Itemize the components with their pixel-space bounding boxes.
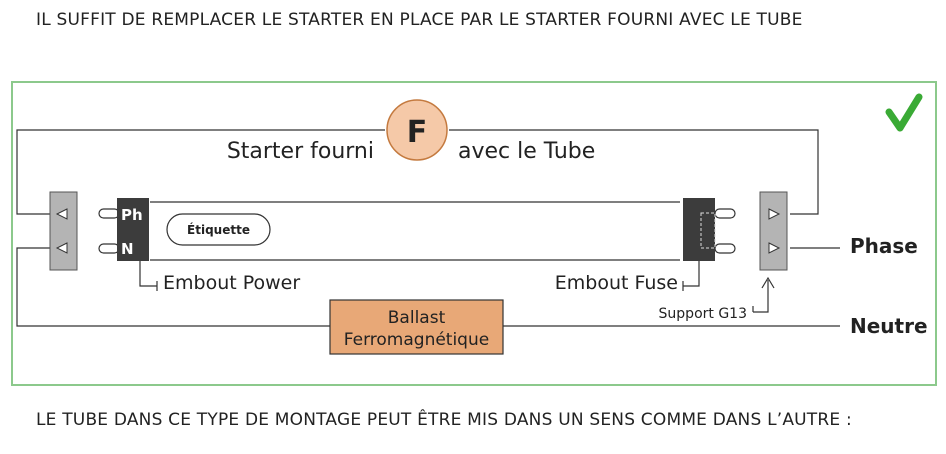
right-socket	[759, 191, 788, 271]
ballast-box	[329, 299, 504, 355]
pin-ph-label: Ph	[121, 206, 143, 224]
wire-starter-right	[449, 129, 819, 215]
embout-fuse-callout	[682, 261, 700, 291]
neutre-label: Neutre	[850, 314, 928, 338]
fuse-icon	[700, 212, 716, 249]
diagram-frame	[11, 81, 937, 386]
ballast-label-line1: Ballast	[388, 308, 446, 328]
embout-power-cap	[117, 198, 149, 261]
wire-starter-left	[16, 129, 385, 215]
starter-label-right: avec le Tube	[458, 139, 595, 164]
right-socket-contact-icons	[768, 208, 781, 254]
tube-body	[150, 201, 680, 261]
embout-fuse-cap	[683, 198, 715, 261]
support-label: Support G13	[659, 306, 747, 322]
page-footer: LE TUBE DANS CE TYPE DE MONTAGE PEUT ÊTR…	[36, 410, 852, 430]
starter-label-left: Starter fourni	[227, 139, 374, 164]
embout-power-label: Embout Power	[163, 272, 300, 294]
support-arrow-icon	[761, 276, 775, 289]
starter-circle	[386, 99, 448, 161]
pin-n-label: N	[121, 240, 134, 258]
wire-ballast-left	[16, 247, 330, 327]
support-callout	[752, 280, 769, 313]
starter-letter: F	[407, 115, 428, 150]
tube-pins	[98, 208, 736, 254]
checkmark-icon	[885, 93, 923, 132]
callout-lines	[139, 261, 775, 313]
etiquette-label: Étiquette	[187, 222, 250, 237]
etiquette-box	[166, 213, 271, 246]
embout-power-callout	[139, 261, 158, 291]
phase-label: Phase	[850, 234, 918, 258]
left-socket	[49, 191, 78, 271]
embout-fuse-label: Embout Fuse	[555, 272, 678, 294]
page-heading: IL SUFFIT DE REMPLACER LE STARTER EN PLA…	[36, 10, 803, 30]
ballast-label-line2: Ferromagnétique	[344, 330, 489, 350]
wiring	[16, 129, 840, 327]
left-socket-contact-icons	[55, 208, 68, 254]
